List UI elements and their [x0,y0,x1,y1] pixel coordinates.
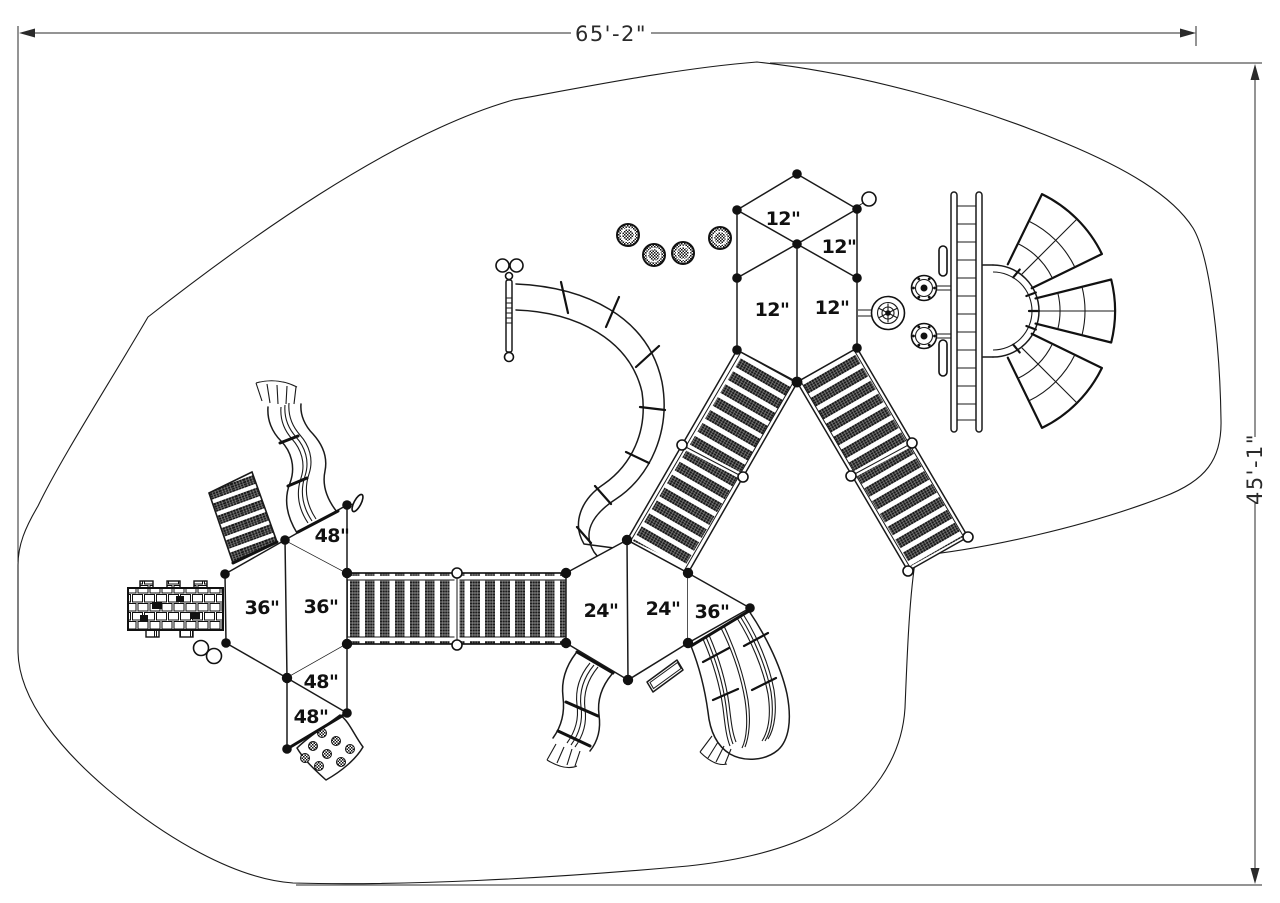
slide-southwest [546,650,615,769]
handhold-climb-wall [285,711,364,781]
bridge-joint-post [451,639,463,651]
slide-northwest [255,380,340,534]
ramp-joint-post [906,437,918,449]
arrow-right-icon [1180,28,1196,38]
grab-handle-icon [938,245,948,277]
ramp-end-post [902,565,914,577]
ramp-left [626,349,798,574]
grab-handle-icon [938,339,948,377]
stepping-pods [616,223,732,267]
stairs [208,470,279,565]
height-dimension: 45'-1" [296,62,1267,886]
periscope [192,639,223,665]
drum-wheels [910,274,951,350]
periscope-lens-icon [192,639,210,657]
stepping-pod-icon [616,223,640,247]
arrow-up-icon [1250,64,1260,80]
climbing-pole [495,258,524,363]
transfer-step [646,659,684,693]
vertical-ladder [938,191,983,433]
ramp-joint-post [737,471,749,483]
double-slide [689,609,790,766]
drum-wheel-icon [910,322,938,350]
fan-climber [910,191,1117,433]
height-dimension-label: 45'-1" [1243,433,1267,505]
pole-wheel-icon [509,258,524,273]
ramp-end-post [962,531,974,543]
ramp-joint-post [676,439,688,451]
fan-wing-southeast [1006,332,1103,429]
deck-12in-cluster [736,173,906,383]
play-area-border [17,61,1222,885]
arrow-down-icon [1250,868,1260,884]
ramp-right [796,347,974,577]
post-cap-icon [861,191,877,207]
fan-wing-east [1034,278,1117,344]
periscope-lens-icon [205,647,223,665]
rock-climbing-wall [127,580,224,638]
bridge-joint-post [451,567,463,579]
ramp-joint-post [845,470,857,482]
handhold-icon [300,728,355,771]
deck-48in-triangles [284,493,364,750]
width-dimension: 65'-2" [17,22,1197,562]
stepping-pod-icon [642,243,666,267]
stepping-pod-icon [708,226,732,250]
stepping-pod-icon [671,241,695,265]
dome [982,264,1041,358]
pole-wheel-icon [495,258,510,273]
drum-wheel-icon [910,274,938,302]
steering-wheel [858,295,906,331]
bridge [346,567,569,651]
overhead-s-ladder [515,280,667,558]
deck-posts [220,169,862,754]
width-dimension-label: 65'-2" [575,22,647,46]
fan-wing-northeast [1006,193,1103,290]
arrow-left-icon [19,28,35,38]
ladder-rungs [559,280,667,545]
